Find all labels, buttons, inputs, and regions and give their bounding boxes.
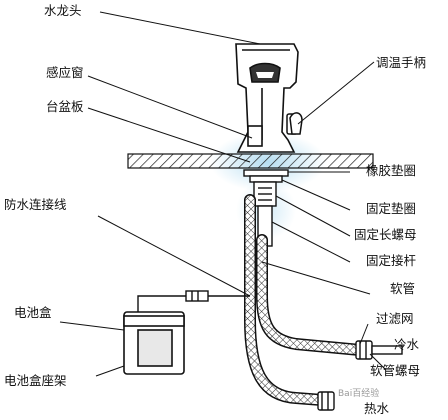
leader-lines — [59, 11, 387, 377]
waterproof-wire — [137, 290, 250, 312]
label-waterproof-wire: 防水连接线 — [4, 197, 67, 212]
label-battery-box: 电池盒 — [14, 305, 52, 320]
label-hose-nut: 软管螺母 — [370, 363, 421, 378]
label-fixing-gasket: 固定垫圈 — [366, 201, 417, 216]
label-sensor-window: 感应窗 — [46, 65, 84, 80]
temp-handle — [286, 112, 303, 135]
label-countertop: 台盆板 — [46, 99, 84, 114]
label-rubber-gasket: 橡胶垫圈 — [366, 163, 417, 178]
label-filter: 过滤网 — [376, 311, 414, 326]
label-faucet: 水龙头 — [44, 3, 82, 18]
hose-nuts — [317, 340, 403, 411]
label-battery-box-holder: 电池盒座架 — [4, 373, 67, 388]
label-fixing-rod: 固定接杆 — [366, 253, 417, 268]
label-fixing-long-nut: 固定长螺母 — [354, 227, 417, 242]
watermark: Bai百经验 — [338, 389, 380, 399]
faucet-body — [235, 43, 299, 153]
battery-box-shape — [123, 311, 185, 375]
label-hot-water: 热水 — [364, 401, 390, 416]
label-cold-water: 冷水 — [394, 337, 420, 352]
countertop-slab — [127, 153, 374, 169]
braided-hoses — [244, 194, 366, 406]
label-temp-handle: 调温手柄 — [376, 55, 427, 70]
label-hose: 软管 — [390, 281, 416, 296]
under-counter-parts — [243, 169, 289, 247]
